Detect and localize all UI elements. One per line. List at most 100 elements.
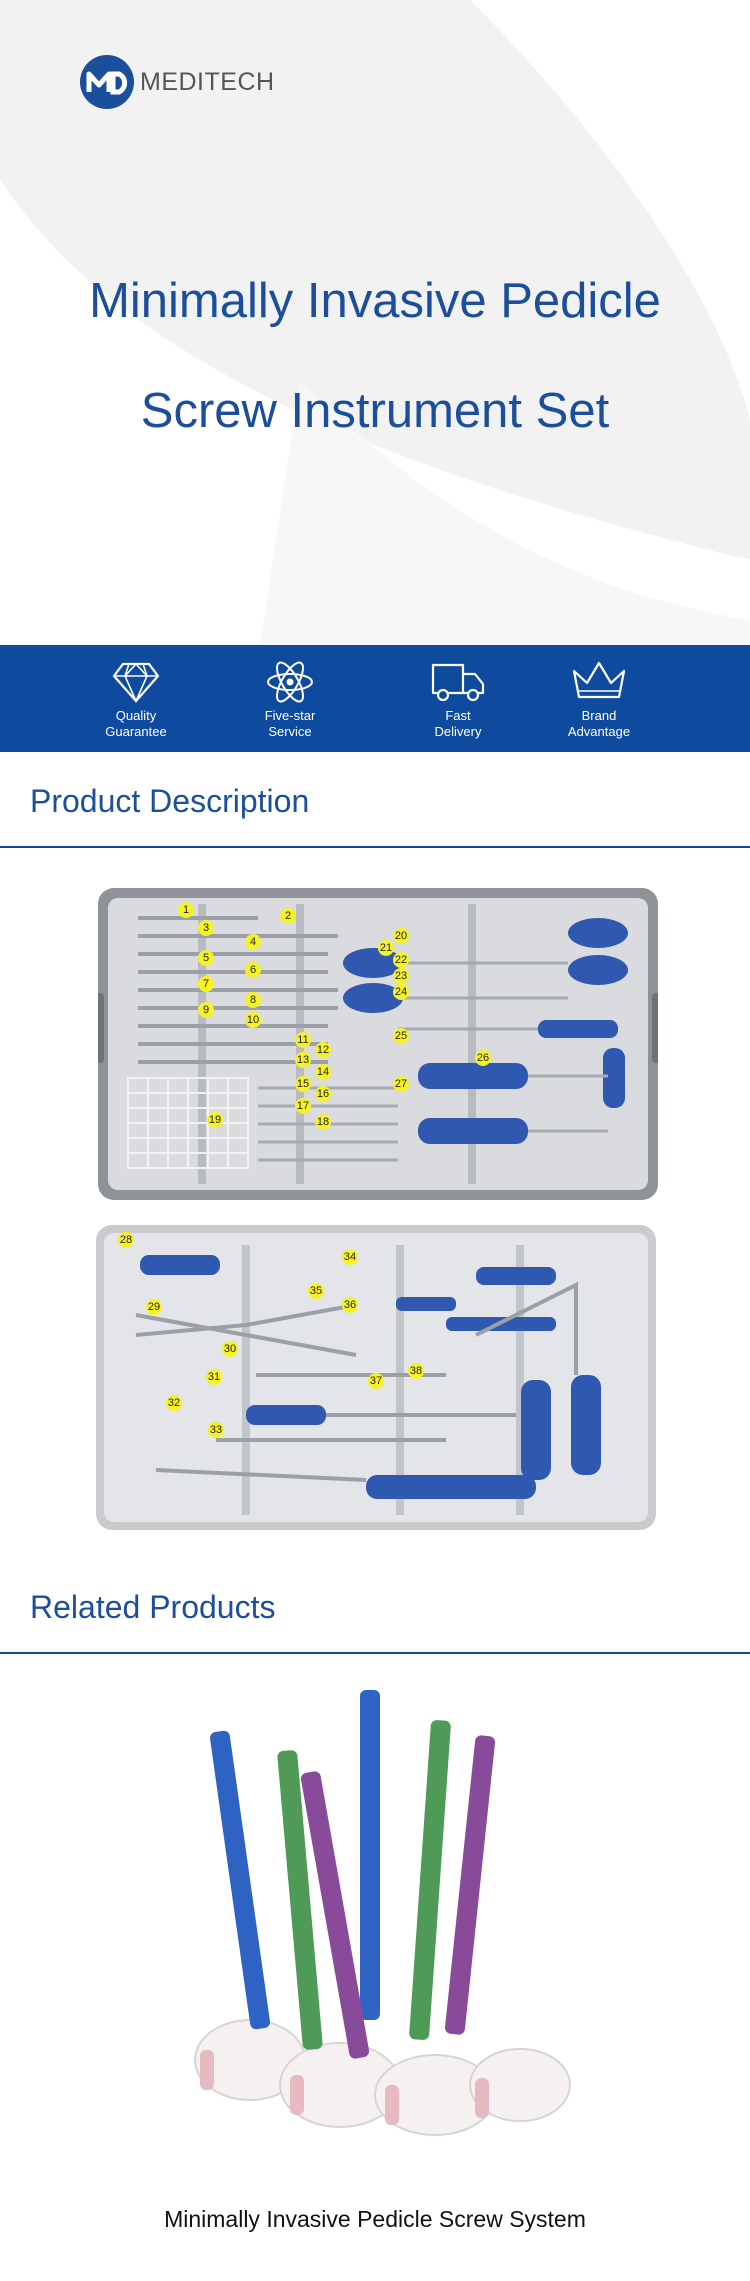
callout-marker <box>315 1114 331 1130</box>
diamond-icon <box>112 662 160 703</box>
callout-marker <box>198 950 214 966</box>
callout-number: 37 <box>370 1375 382 1387</box>
atom-icon <box>267 661 313 703</box>
callout-marker <box>393 984 409 1000</box>
callout-marker <box>378 940 394 956</box>
callout-number: 11 <box>297 1034 308 1046</box>
section-divider <box>0 1652 750 1654</box>
callout-number: 19 <box>209 1114 221 1126</box>
callout-number: 34 <box>344 1251 356 1263</box>
callout-number: 6 <box>250 964 256 976</box>
callout-number: 22 <box>395 954 407 966</box>
callout-marker <box>208 1422 224 1438</box>
callout-marker <box>342 1249 358 1265</box>
callout-number: 35 <box>310 1285 322 1297</box>
callout-marker <box>393 968 409 984</box>
callout-marker <box>198 976 214 992</box>
callout-marker <box>368 1373 384 1389</box>
callout-marker <box>315 1042 331 1058</box>
callout-marker <box>245 1012 261 1028</box>
feature-quality-label: Quality Guarantee <box>105 708 167 739</box>
feature-delivery: Fast Delivery <box>393 645 523 740</box>
callout-marker <box>178 902 194 918</box>
callout-marker <box>295 1076 311 1092</box>
callout-number: 12 <box>317 1044 329 1056</box>
callout-marker <box>146 1299 162 1315</box>
callout-number: 23 <box>395 970 407 982</box>
callout-marker <box>206 1369 222 1385</box>
feature-service: Five-star Service <box>225 645 355 740</box>
callout-marker <box>166 1395 182 1411</box>
feature-service-label: Five-star Service <box>264 708 316 739</box>
callout-number: 29 <box>148 1301 160 1313</box>
callout-number: 32 <box>168 1397 180 1409</box>
feature-brand: Brand Advantage <box>534 645 664 740</box>
feature-quality: Quality Guarantee <box>71 645 201 740</box>
callout-marker <box>308 1283 324 1299</box>
callout-number: 25 <box>395 1030 407 1042</box>
callout-number: 26 <box>477 1052 489 1064</box>
callout-marker <box>280 908 296 924</box>
callout-number: 31 <box>208 1371 220 1383</box>
feature-brand-label: Brand Advantage <box>567 708 631 739</box>
hero-banner: MEDITECH Minimally Invasive Pedicle Scre… <box>0 0 750 645</box>
callout-marker <box>198 920 214 936</box>
callout-number: 21 <box>380 942 392 954</box>
callout-number: 30 <box>224 1343 236 1355</box>
callout-marker <box>315 1064 331 1080</box>
callout-marker <box>295 1032 311 1048</box>
callout-marker <box>198 1002 214 1018</box>
feature-bar: Quality Guarantee Five-star Service Fast… <box>0 645 750 752</box>
pedicle-screw-system-image[interactable] <box>160 1690 580 2150</box>
callout-marker <box>393 1028 409 1044</box>
section-title-description: Product Description <box>30 783 310 819</box>
brand-logo[interactable]: MEDITECH <box>77 52 275 112</box>
callout-number: 28 <box>120 1234 132 1246</box>
callout-number: 38 <box>410 1365 422 1377</box>
callout-marker <box>342 1297 358 1313</box>
callout-number: 5 <box>203 952 209 964</box>
feature-delivery-label: Fast Delivery <box>434 708 482 739</box>
callout-number: 33 <box>210 1424 222 1436</box>
section-title-related: Related Products <box>30 1589 276 1625</box>
callout-number: 1 <box>183 904 189 916</box>
md-logo-icon <box>80 55 134 109</box>
callout-number: 2 <box>285 910 291 922</box>
callout-marker <box>118 1232 134 1248</box>
callout-marker <box>475 1050 491 1066</box>
callout-number: 14 <box>317 1066 329 1078</box>
related-product-caption: Minimally Invasive Pedicle Screw System <box>164 2206 586 2232</box>
callout-marker <box>408 1363 424 1379</box>
callout-number: 16 <box>317 1088 329 1100</box>
callout-marker <box>393 928 409 944</box>
callout-marker <box>245 934 261 950</box>
callout-number: 9 <box>203 1004 209 1016</box>
tray-lower-instruments: 28 29 30 31 32 33 34 35 36 37 38 <box>118 1232 601 1515</box>
callout-marker <box>295 1052 311 1068</box>
instrument-tray-lower: 28 29 30 31 32 33 34 35 36 37 38 <box>96 1225 656 1530</box>
callout-number: 27 <box>395 1078 407 1090</box>
callout-number: 36 <box>344 1299 356 1311</box>
callout-marker <box>315 1086 331 1102</box>
hero-title-line-1: Minimally Invasive Pedicle <box>89 274 661 328</box>
callout-marker <box>393 1076 409 1092</box>
section-divider <box>0 846 750 848</box>
brand-name: MEDITECH <box>140 67 275 96</box>
callout-number: 3 <box>203 922 209 934</box>
callout-number: 4 <box>250 936 256 948</box>
callout-number: 15 <box>297 1078 309 1090</box>
callout-marker <box>222 1341 238 1357</box>
callout-marker <box>393 952 409 968</box>
callout-marker <box>295 1098 311 1114</box>
callout-number: 18 <box>317 1116 329 1128</box>
hero-background-swoosh <box>0 0 750 645</box>
callout-number: 10 <box>247 1014 259 1026</box>
callout-number: 20 <box>395 930 407 942</box>
hero-title-line-2: Screw Instrument Set <box>140 384 610 438</box>
callout-number: 13 <box>297 1054 309 1066</box>
callout-number: 8 <box>250 994 256 1006</box>
callout-marker <box>207 1112 223 1128</box>
callout-number: 24 <box>395 986 407 998</box>
